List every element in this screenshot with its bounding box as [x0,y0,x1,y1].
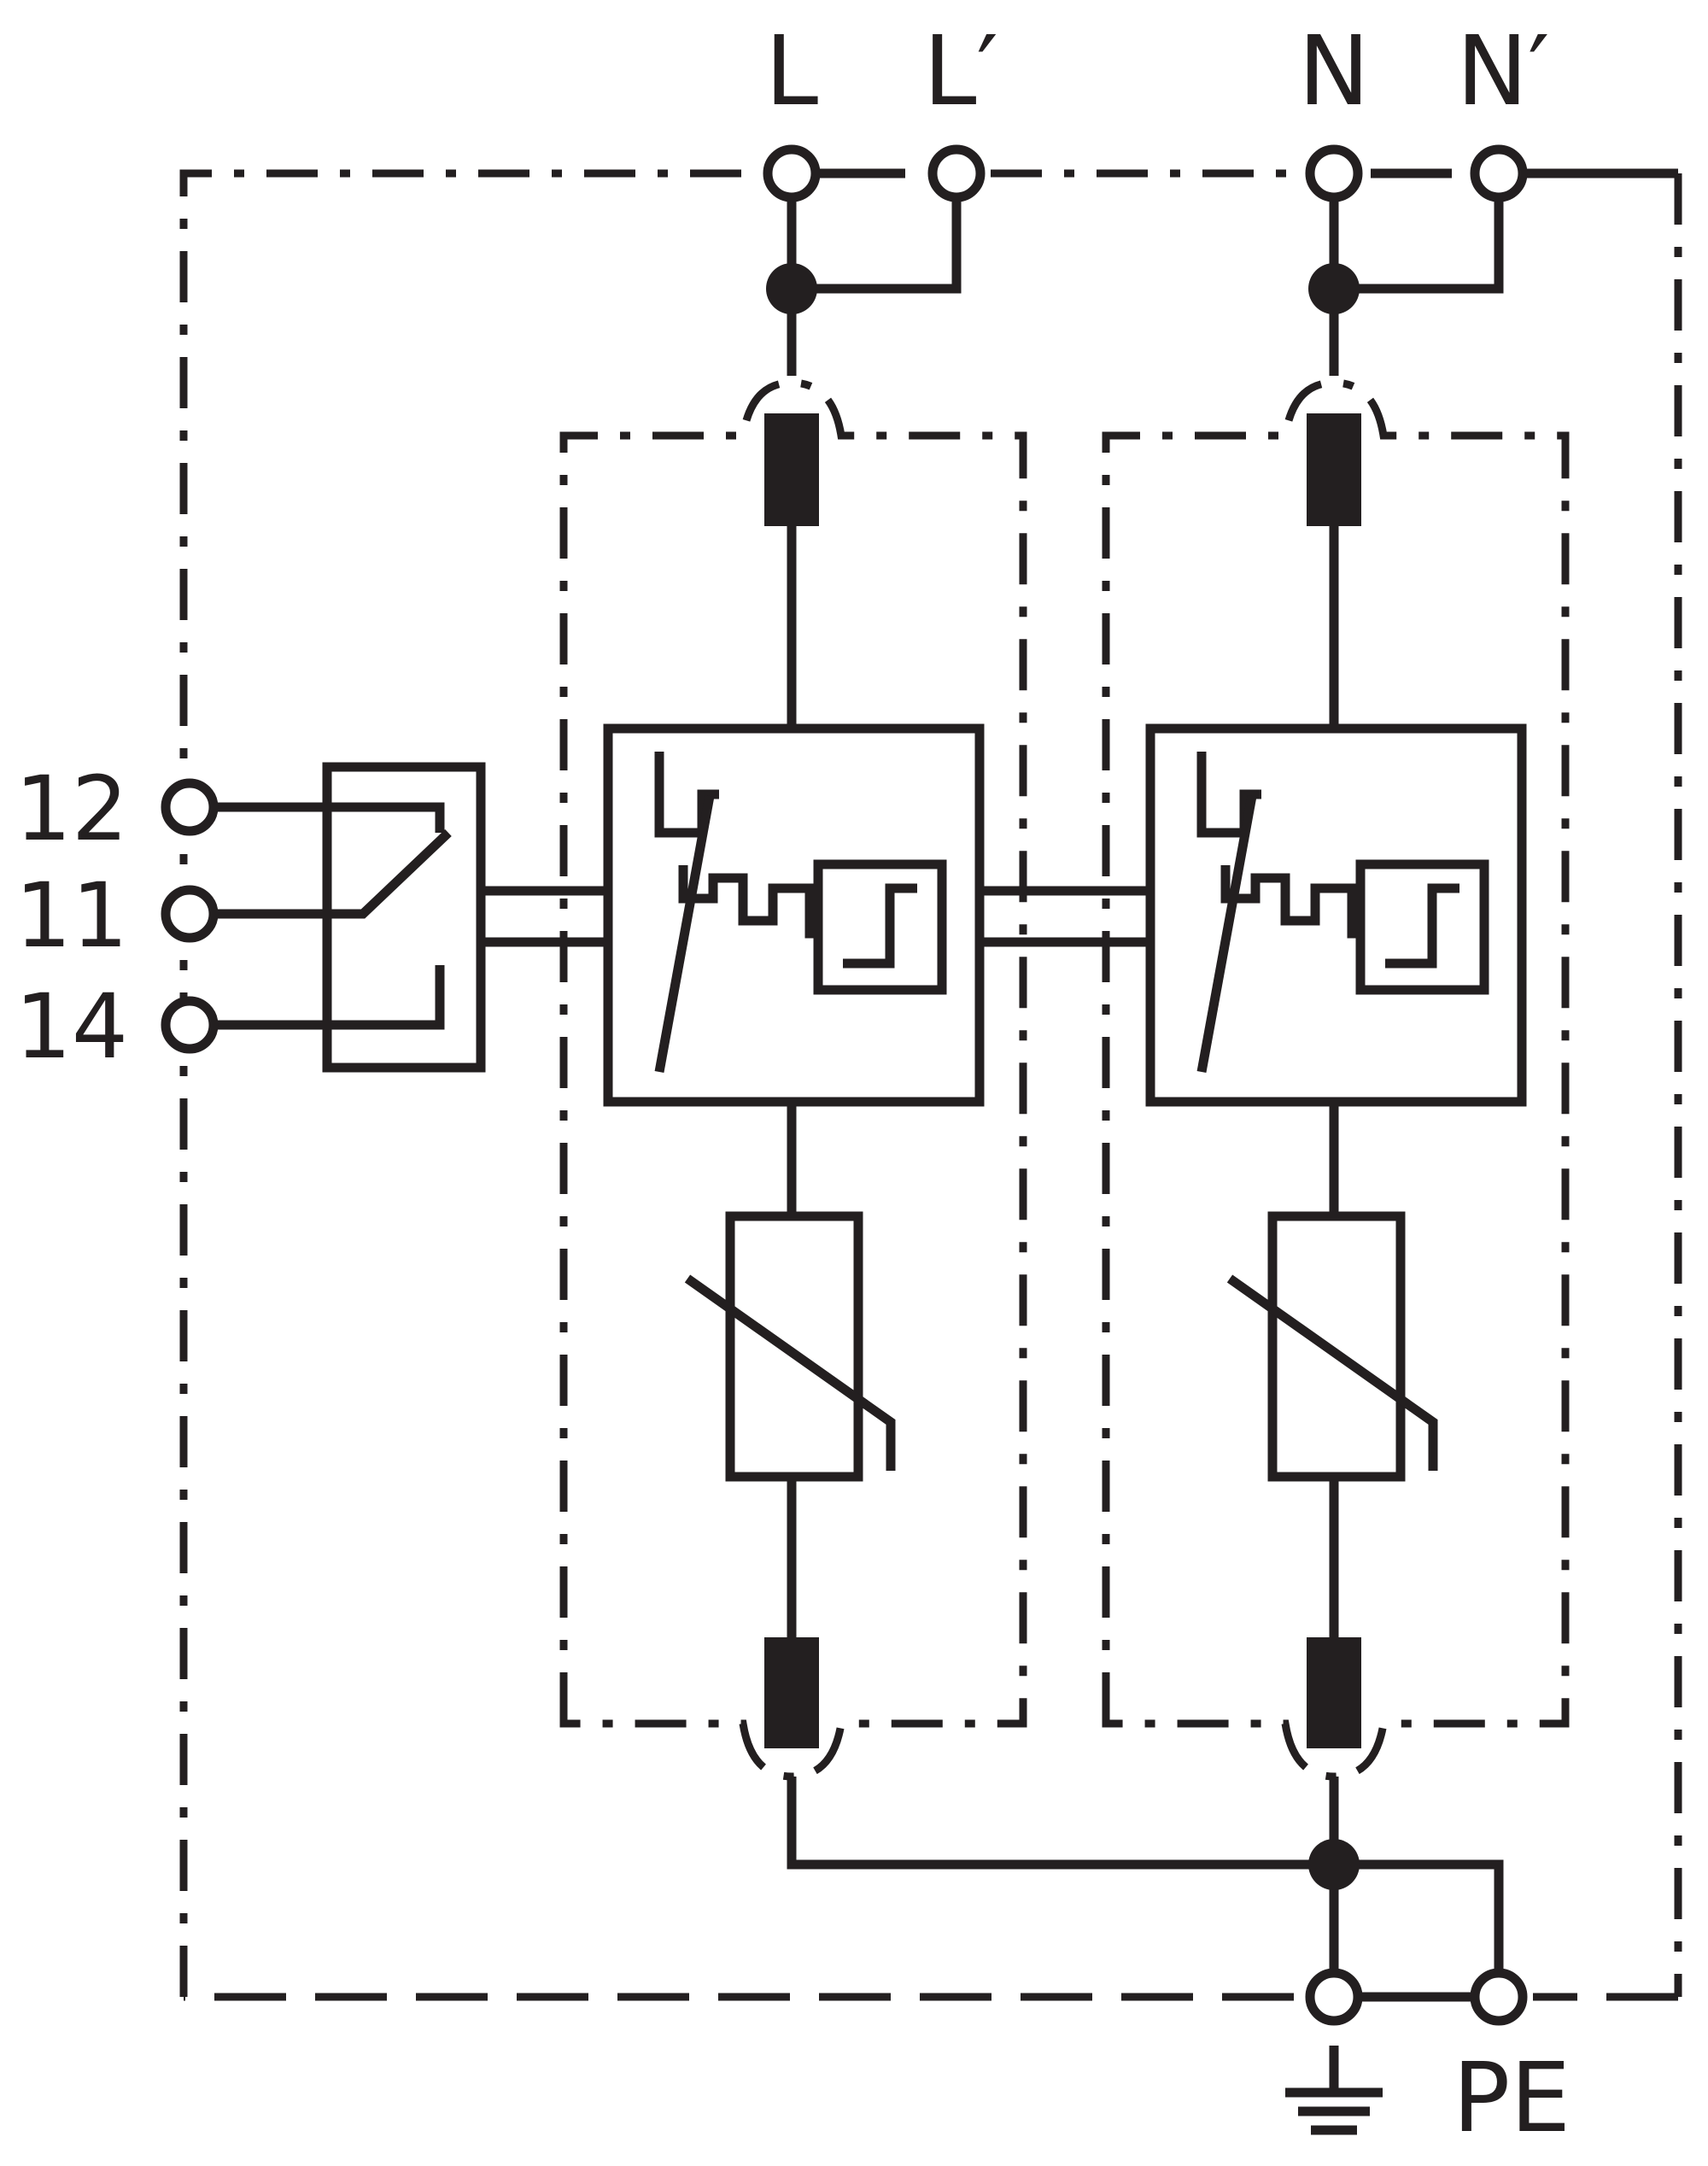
label-n-prime: N′ [1456,16,1549,127]
varistor-icon [725,1211,863,1482]
fuse-icon [1307,413,1361,526]
terminal-n-prime[interactable] [1470,144,1528,202]
label-pe: PE [1453,2043,1571,2154]
junction-dot [1308,263,1360,314]
earth-ground-icon [1285,2046,1383,2135]
label-14: 14 [15,975,128,1079]
junction-dot [766,263,817,314]
label-11: 11 [15,863,128,968]
terminal-pe[interactable] [1470,1968,1528,2026]
mechanical-linkage [480,886,1150,947]
label-l-prime: L′ [923,16,998,127]
label-n: N [1298,16,1370,127]
l-protection-module [559,378,1027,1781]
fuse-icon [764,1637,819,1748]
top-terminals: L L′ N N′ [763,16,1550,376]
terminal-12[interactable] [161,778,219,836]
junction-dot [1308,1839,1360,1890]
terminal-l[interactable] [763,144,821,202]
varistor-icon [1267,1211,1406,1482]
remote-signalling-contact: 12 11 14 [15,757,486,1079]
terminal-11[interactable] [161,885,219,943]
terminal-n[interactable] [1305,144,1363,202]
earth-terminals: PE [787,1777,1571,2154]
terminal-14[interactable] [161,996,219,1054]
label-12: 12 [15,757,128,861]
fuse-icon [764,413,819,526]
terminal-l-prime[interactable] [927,144,986,202]
terminal-earth[interactable] [1305,1968,1363,2026]
label-l: L [765,16,818,127]
outer-enclosure [179,168,1682,2001]
fuse-icon [1307,1637,1361,1748]
n-protection-module [1102,378,1570,1781]
